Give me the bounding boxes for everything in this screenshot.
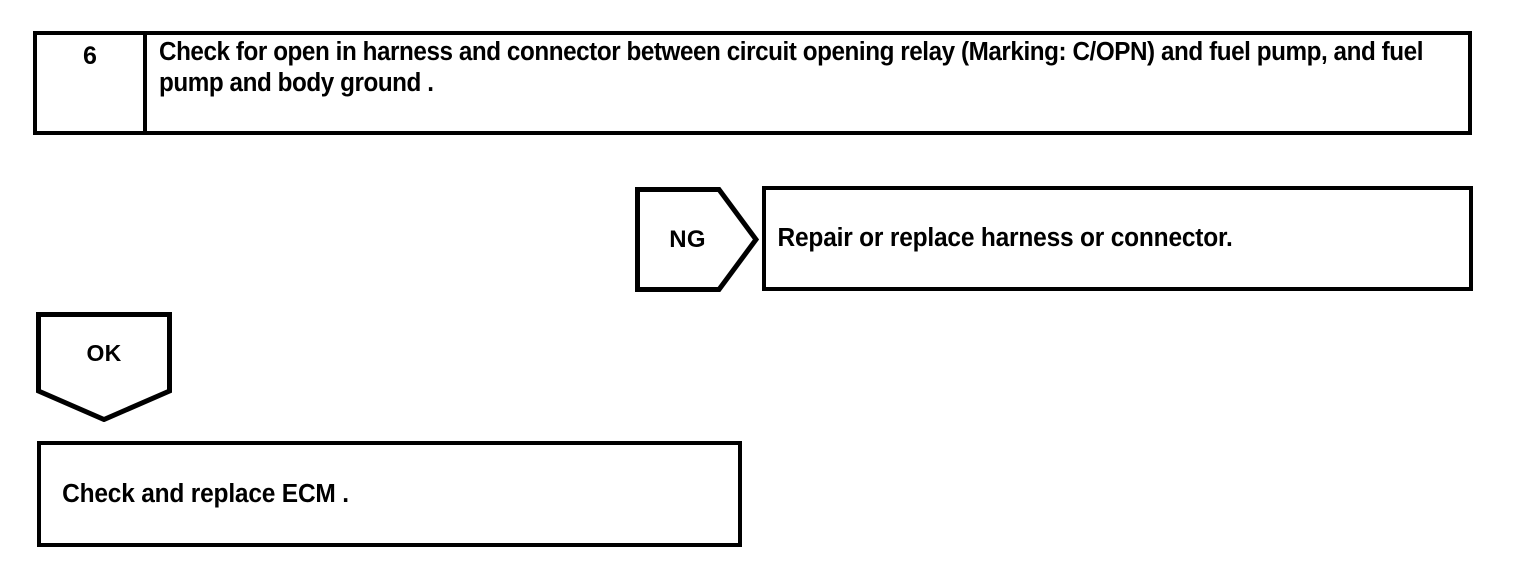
ok-branch-tag: OK (36, 312, 172, 422)
step-instruction-text: Check for open in harness and connector … (159, 38, 1424, 97)
ng-pentagon-icon (635, 187, 759, 292)
ok-branch-label: OK (86, 339, 122, 366)
step-table: 6 Check for open in harness and connecto… (33, 31, 1472, 135)
ok-action-box: Check and replace ECM . (37, 441, 742, 547)
ng-branch-tag: NG (635, 187, 759, 292)
step-number-cell: 6 (37, 35, 147, 131)
ng-branch-label: NG (669, 225, 706, 253)
ok-action-text: Check and replace ECM . (62, 479, 349, 508)
step-number: 6 (83, 42, 97, 70)
step-instruction-cell: Check for open in harness and connector … (147, 35, 1468, 131)
ng-action-box: Repair or replace harness or connector. (762, 186, 1473, 291)
ok-pentagon-icon (36, 312, 172, 422)
ng-action-text: Repair or replace harness or connector. (777, 224, 1233, 252)
